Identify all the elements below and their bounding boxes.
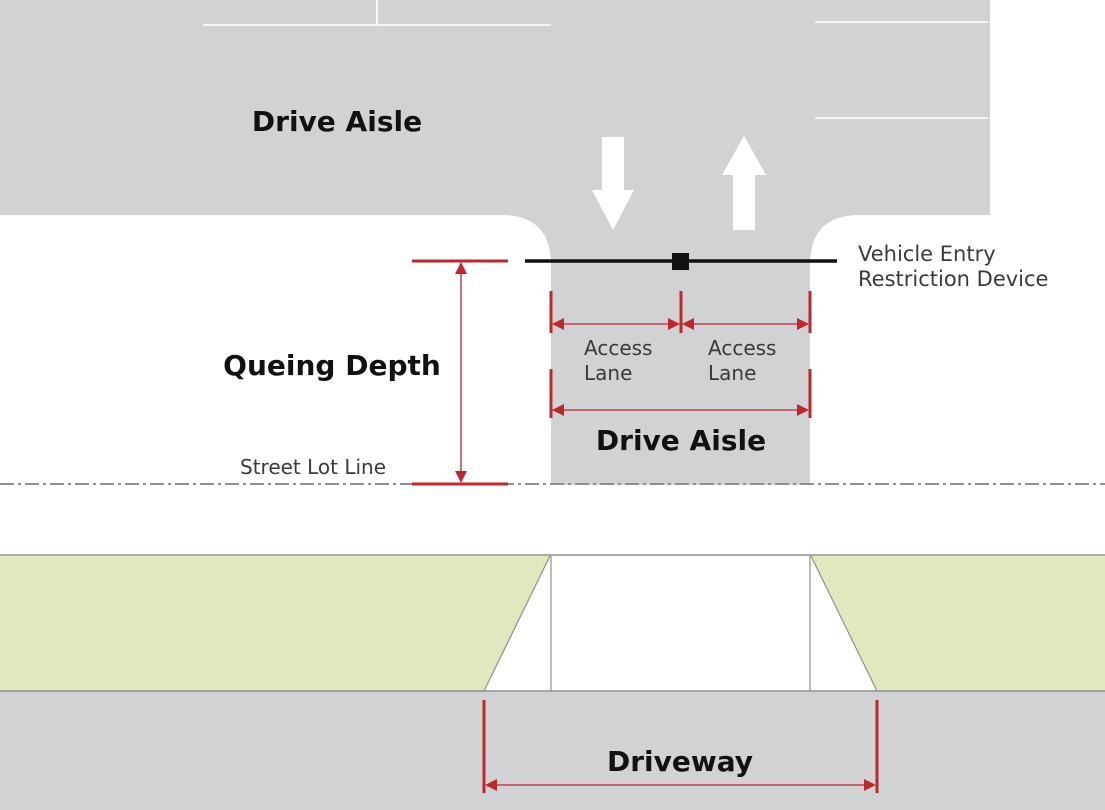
driveway-flare-lines: [483, 555, 878, 692]
drive-aisle-area: [0, 0, 990, 485]
driveway-dimension: [482, 700, 879, 793]
drive-aisle-center-label: Drive Aisle: [596, 424, 766, 457]
planting-strip-left: [0, 556, 550, 691]
drive-aisle-top-label: Drive Aisle: [252, 105, 422, 138]
driveway-label: Driveway: [607, 745, 753, 778]
access-lane-right-label-line1: Access: [708, 336, 776, 360]
vehicle-entry-label-line1: Vehicle Entry: [858, 242, 996, 266]
queuing-depth-dimension: [412, 259, 508, 486]
queuing-depth-label: Queing Depth: [223, 349, 441, 382]
arrow-up-icon: [722, 136, 766, 230]
access-lane-left-label-line1: Access: [584, 336, 652, 360]
arrow-down-icon: [592, 137, 634, 230]
street: [0, 691, 1105, 810]
access-lane-right-label-line2: Lane: [708, 361, 756, 385]
access-lane-left-label-line2: Lane: [584, 361, 632, 385]
drive-aisle-width-dimension: [549, 369, 812, 418]
planting-strip-right: [811, 556, 1105, 691]
vehicle-entry-label-line2: Restriction Device: [858, 267, 1048, 291]
parking-stall-lines: [203, 0, 988, 119]
square-post-icon: [672, 253, 689, 270]
access-lane-dimensions: [549, 291, 812, 333]
street-lot-line-label: Street Lot Line: [240, 455, 386, 479]
